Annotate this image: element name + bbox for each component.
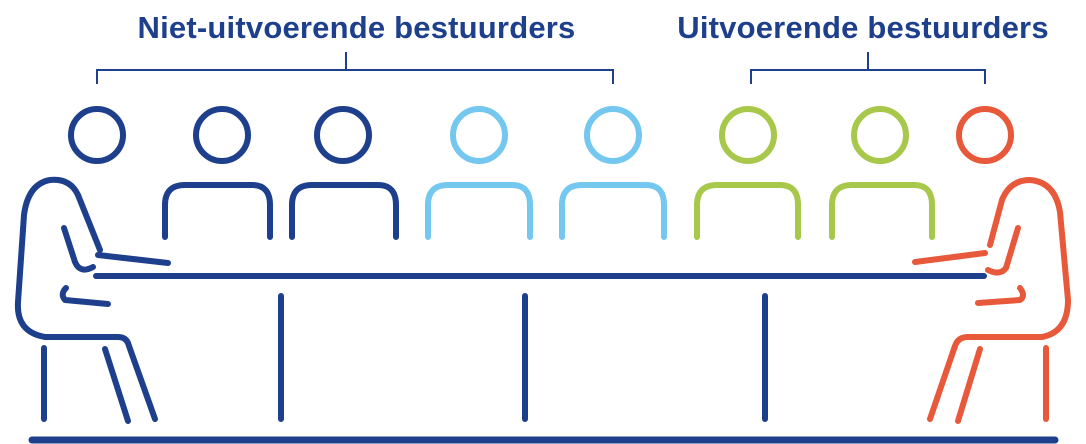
executive-directors-label: Uitvoerende bestuurders bbox=[677, 10, 1049, 45]
non-executive-bracket bbox=[96, 52, 614, 84]
non-executive-directors-label: Niet-uitvoerende bestuurders bbox=[137, 10, 576, 45]
table bbox=[93, 273, 987, 422]
person-executive-2 bbox=[829, 106, 935, 240]
person-executive-seated-right bbox=[912, 106, 1071, 424]
person-executive-1 bbox=[694, 106, 801, 240]
person-non-executive-2 bbox=[162, 106, 273, 240]
person-non-executive-seated-left bbox=[14, 106, 171, 424]
executive-bracket bbox=[750, 52, 986, 84]
person-non-executive-3 bbox=[289, 106, 399, 240]
person-non-executive-4 bbox=[425, 106, 533, 240]
person-non-executive-5 bbox=[559, 106, 667, 240]
